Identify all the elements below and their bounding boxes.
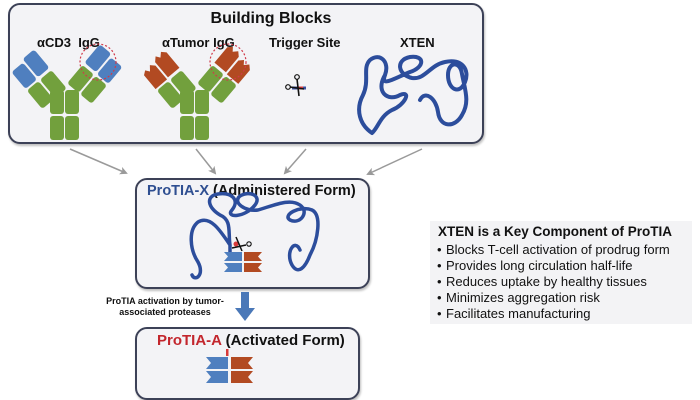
benefit-item: Provides long circulation half-life	[437, 258, 670, 274]
protia-a-core-icon	[206, 349, 253, 383]
benefit-item: Minimizes aggregation risk	[437, 290, 670, 306]
protia-a-name: ProTIA-A	[157, 332, 222, 349]
protia-x-xten-mask-icon	[189, 191, 320, 280]
benefit-item: Facilitates manufacturing	[437, 306, 670, 322]
xten-info-panel: XTEN is a Key Component of ProTIA Blocks…	[430, 221, 692, 324]
benefit-item: Reduces uptake by healthy tissues	[437, 274, 670, 290]
connector-arrow-anti-cd3	[69, 148, 128, 175]
xten-benefit-list: Blocks T-cell activation of prodrug form…	[437, 242, 670, 322]
xten-info-title: XTEN is a Key Component of ProTIA	[438, 224, 673, 239]
protia-x-name: ProTIA-X	[147, 183, 210, 199]
activated-form-suffix: (Activated Form)	[221, 332, 345, 349]
administered-form-suffix: (Administered Form)	[209, 183, 356, 199]
connector-arrow-anti-tumor	[195, 148, 217, 175]
building-blocks-title: Building Blocks	[210, 10, 332, 27]
anti-tumor-antibody-icon	[144, 43, 250, 140]
protia-x-core-icon	[224, 252, 262, 272]
xten-label: XTEN	[400, 35, 435, 50]
scissors-icon	[285, 74, 306, 97]
connector-arrow-xten	[366, 148, 423, 176]
activation-arrow-icon	[235, 292, 255, 321]
anti-cd3-antibody-icon	[12, 43, 122, 140]
anti-tumor-igg-label: αTumor IgG	[162, 35, 235, 50]
administered-form-title: ProTIA-X (Administered Form)	[147, 183, 356, 199]
activation-step-label: ProTIA activation by tumor-associated pr…	[106, 296, 224, 317]
benefit-item: Blocks T-cell activation of prodrug form	[437, 242, 670, 258]
xten-chain-icon	[357, 54, 469, 135]
activated-form-title: ProTIA-A (Activated Form)	[157, 332, 345, 349]
trigger-site-label: Trigger Site	[269, 35, 341, 50]
connector-arrow-trigger	[283, 148, 307, 175]
protia-x-cleavage-scissors-icon	[231, 236, 252, 252]
anti-cd3-igg-label: αCD3 IgG	[37, 35, 100, 50]
